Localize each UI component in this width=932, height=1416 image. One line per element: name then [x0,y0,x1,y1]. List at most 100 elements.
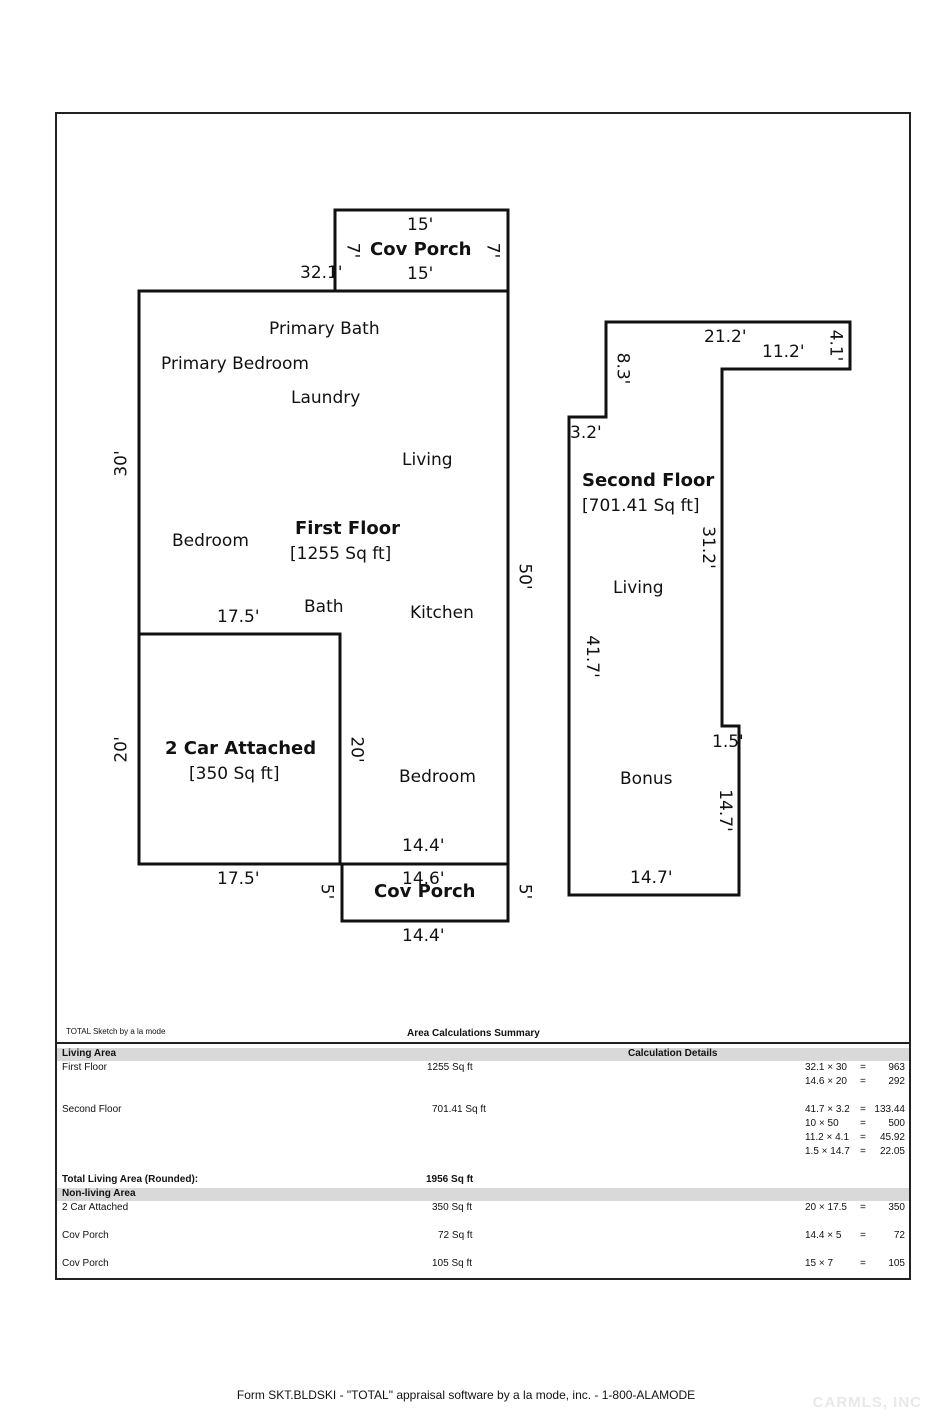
second-floor-right-lower-dim: 14.7' [714,789,735,832]
form-footer: Form SKT.BLDSKI - "TOTAL" appraisal soft… [236,1388,696,1402]
calc-expr: 15 × 7 [805,1258,834,1269]
calc-result: 105 [888,1258,905,1269]
second-floor-notch-dim: 1.5' [712,732,744,752]
cov-porch-top-left-dim: 7' [342,242,363,259]
table-row: 11.2 × 4.1 = 45.92 [57,1132,909,1145]
room-living: Living [402,450,453,470]
first-floor-title: First Floor [295,518,401,539]
table-row: 1.5 × 14.7 = 22.05 [57,1146,909,1159]
calc-expr: 10 × 50 [805,1118,839,1129]
first-floor-name: First Floor [62,1062,107,1073]
nonliving-header: Non-living Area [62,1188,136,1199]
calc-details-header: Calculation Details [628,1048,718,1059]
second-floor-inner-right-dim: 31.2' [697,526,718,569]
garage-top-dim: 17.5' [217,607,260,627]
porch1-area-value: 72 Sq ft [438,1230,473,1241]
nonliving-header-row: Non-living Area [57,1188,909,1201]
cov-porch-top-bottom-dim: 15' [407,264,434,284]
garage-title: 2 Car Attached [165,738,317,759]
second-floor-step-right-dim: 4.1' [825,329,846,362]
bedroom-bottom-dim: 14.4' [402,836,445,856]
summary-divider [57,1042,909,1044]
calc-result: 963 [888,1062,905,1073]
garage-name: 2 Car Attached [62,1202,129,1213]
calc-result: 133.44 [874,1104,905,1115]
summary-title: Area Calculations Summary [407,1028,540,1039]
first-floor-outline [137,289,510,866]
cov-porch-bottom-bottom-dim: 14.4' [402,926,445,946]
watermark-logo: CARMLS, INC [812,1394,922,1411]
calc-expr: 11.2 × 4.1 [805,1132,850,1143]
floor-plan-sketch [137,208,852,923]
total-living-label: Total Living Area (Rounded): [62,1174,199,1185]
second-floor-title: Second Floor [582,470,715,491]
room-kitchen: Kitchen [410,603,474,623]
garage-area: [350 Sq ft] [189,764,280,784]
calc-expr: 1.5 × 14.7 [805,1146,850,1157]
room-primary-bath: Primary Bath [269,319,380,339]
cov-porch-top-label: Cov Porch [370,239,472,260]
calc-eq: = [860,1230,866,1241]
room-laundry: Laundry [291,388,361,408]
garage-outline [139,632,342,864]
calc-result: 22.05 [879,1146,905,1157]
calc-expr: 32.1 × 30 [805,1062,847,1073]
sketch-credit: TOTAL Sketch by a la mode [66,1027,166,1036]
first-floor-right-dim: 50' [514,563,535,590]
calc-eq: = [860,1132,866,1143]
cov-porch-top-right-dim: 7' [482,242,503,259]
garage-area-value: 350 Sq ft [432,1202,473,1213]
second-floor-top-dim: 21.2' [704,327,747,347]
porch1-name: Cov Porch [62,1230,109,1241]
living-area-header: Living Area [62,1048,117,1059]
calc-eq: = [860,1258,866,1269]
calc-eq: = [860,1076,866,1087]
first-floor-left-dim: 30' [111,450,132,477]
living-area-header-row: Living Area Calculation Details [57,1048,909,1061]
room-primary-bedroom: Primary Bedroom [161,354,309,374]
garage-left-dim: 20' [111,736,132,763]
second-floor-name: Second Floor [62,1104,122,1115]
room-bedroom-right: Bedroom [399,767,476,787]
second-floor-left-upper-dim: 8.3' [612,352,633,385]
calc-expr: 41.7 × 3.2 [805,1104,850,1115]
second-floor-area-value: 701.41 Sq ft [432,1104,486,1115]
porch2-area-value: 105 Sq ft [432,1258,473,1269]
table-row: 14.6 × 20 = 292 [57,1076,909,1089]
cov-porch-bottom-label: Cov Porch [374,881,476,902]
second-floor-left-dim: 41.7' [581,635,602,678]
garage-right-dim: 20' [346,736,367,763]
calc-result: 45.92 [879,1132,905,1143]
second-floor-left-step-dim: 3.2' [570,423,602,443]
cov-porch-bottom-top-dim: 14.6' [402,869,445,889]
cov-porch-bottom-right-dim: 5' [514,883,535,900]
calc-eq: = [860,1202,866,1213]
first-floor-top-dim: 32.1' [300,263,343,283]
calc-result: 350 [888,1202,905,1213]
table-row: Second Floor 701.41 Sq ft 41.7 × 3.2 = 1… [57,1104,909,1117]
table-row: 2 Car Attached 350 Sq ft 20 × 17.5 = 350 [57,1202,909,1215]
table-row: Cov Porch 72 Sq ft 14.4 × 5 = 72 [57,1230,909,1243]
table-row: First Floor 1255 Sq ft 32.1 × 30 = 963 [57,1062,909,1075]
calc-eq: = [860,1104,866,1115]
first-floor-area-value: 1255 Sq ft [427,1062,473,1073]
second-floor-area: [701.41 Sq ft] [582,496,700,516]
room-bonus: Bonus [620,769,673,789]
porch2-name: Cov Porch [62,1258,109,1269]
calc-result: 292 [888,1076,905,1087]
sketch-frame [55,112,911,1280]
calc-eq: = [860,1118,866,1129]
second-floor-outline [567,320,852,897]
cov-porch-bottom-left-dim: 5' [316,883,337,900]
calc-eq: = [860,1146,866,1157]
room-second-living: Living [613,578,664,598]
calc-expr: 20 × 17.5 [805,1202,847,1213]
cov-porch-top-top-dim: 15' [407,215,434,235]
room-bedroom-left: Bedroom [172,531,249,551]
cov-porch-bottom-outline [340,862,510,923]
first-floor-area: [1255 Sq ft] [290,544,392,564]
room-bath: Bath [304,597,344,617]
calc-eq: = [860,1062,866,1073]
calc-result: 72 [893,1230,905,1241]
second-floor-step-top-dim: 11.2' [762,342,805,362]
